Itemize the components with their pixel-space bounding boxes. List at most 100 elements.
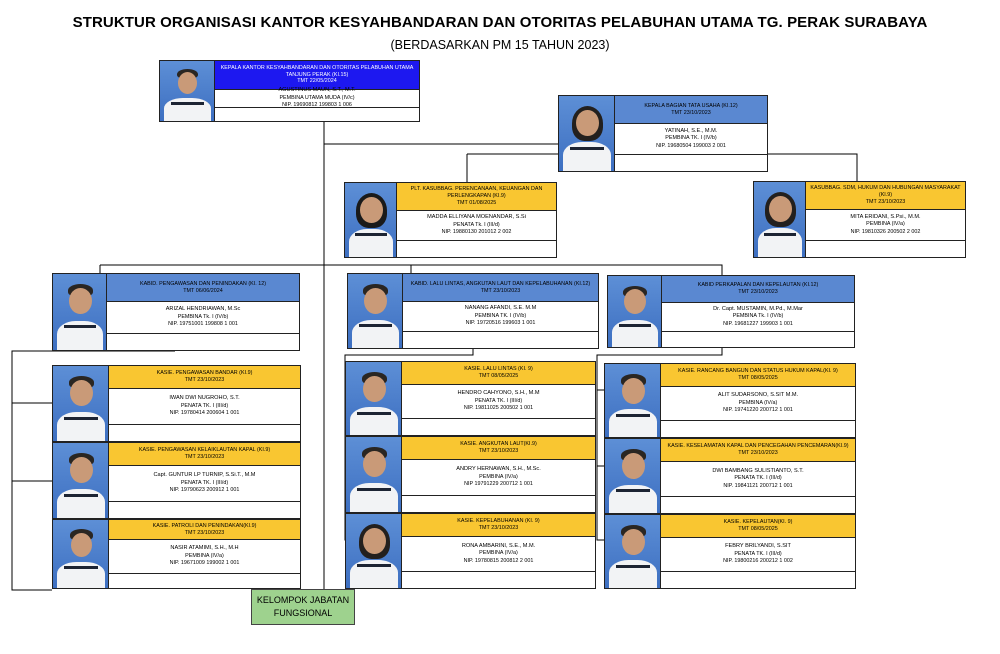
official-name: ARIZAL HENDRIAWAN, M.Sc — [165, 306, 241, 313]
official-rank: PEMBINA Tk. I (IV/b) — [732, 313, 784, 320]
official-rank: PENATA TK. I (III/d) — [180, 402, 229, 409]
photo-head — [364, 287, 387, 315]
photo-epaulette — [618, 324, 652, 328]
org-unit-box: KABID. PENGAWASAN DAN PENINDAKAN (KI. 12… — [52, 273, 300, 351]
position-title: PLT. KASUBBAG. PERENCANAAN, KEUANGAN DAN… — [410, 186, 543, 200]
position-header: KASIE. PENGAWASAN KELAIKLAUTAN KAPAL (KI… — [109, 443, 300, 466]
org-unit-box: KASIE. PATROLI DAN PENINDAKAN(KI.9)TMT 2… — [52, 519, 301, 589]
position-tmt: TMT 22/05/2024 — [297, 78, 337, 85]
official-nip: NIP 19791229 200712 1 001 — [464, 481, 533, 488]
person-photo — [605, 515, 661, 588]
position-header: KABID PERKAPALAN DAN KEPELAUTAN (KI.12)T… — [662, 276, 854, 303]
official-nip: NIP. 19680504 199003 2 001 — [656, 142, 726, 149]
person-photo — [346, 514, 402, 588]
photo-epaulette — [616, 564, 650, 568]
position-header: KASIE. KEPELABUHANAN (KI. 9)TMT 23/10/20… — [402, 514, 595, 537]
official-info: ANDRY HERNAWAN, S.H., M.Sc.PEMBINA (IV/a… — [402, 460, 595, 495]
position-header: PLT. KASUBBAG. PERENCANAAN, KEUANGAN DAN… — [397, 183, 556, 211]
official-rank: PENATA TK. I (III/d) — [474, 397, 523, 404]
position-title: KABID PERKAPALAN DAN KEPELAUTAN (KI.12) — [697, 282, 819, 289]
position-title: KASIE. LALU LINTAS (KI. 9) — [464, 366, 533, 373]
official-rank: PEMBINA (IV/a) — [479, 550, 518, 557]
org-unit-box: KASUBBAG. SDM, HUKUM DAN HUBUNGAN MASYAR… — [753, 181, 966, 258]
official-nip: NIP. 19800216 200212 1 002 — [723, 558, 793, 565]
official-name: IWAN DWI NUGROHO, S.T. — [169, 395, 240, 402]
photo-head — [359, 196, 383, 224]
functional-group-box: KELOMPOK JABATAN FUNGSIONAL — [251, 589, 355, 625]
position-title: KEPALA KANTOR KESYAHBANDARAN DAN OTORITA… — [220, 64, 414, 78]
person-photo — [348, 274, 403, 348]
official-name: MITA ERIDANI, S.Psi., M.M. — [850, 213, 921, 220]
official-info: MITA ERIDANI, S.Psi., M.M.PEMBINA (IV/a)… — [806, 210, 965, 240]
official-rank: PEMBINA TK. I (IV/b) — [474, 312, 527, 319]
position-header: KASIE. PENGAWASAN BANDAR (KI.9)TMT 23/10… — [109, 366, 300, 389]
official-rank: PENATA Tk. I (III/d) — [453, 221, 500, 228]
empty-row — [662, 331, 854, 347]
official-name: AGUSTINUS MAUN, S.T., M.T. — [278, 87, 356, 94]
official-nip: NIP. 19671009 199002 1 001 — [169, 560, 240, 567]
position-title: KASIE. PATROLI DAN PENINDAKAN(KI.9) — [152, 522, 257, 529]
official-name: ALIT SUDARSONO, S.SIT M.M. — [717, 392, 799, 399]
photo-epaulette — [357, 411, 391, 415]
position-tmt: TMT 23/10/2023 — [184, 529, 225, 536]
position-tmt: TMT 23/10/2023 — [478, 448, 519, 454]
org-unit-box: KEPALA KANTOR KESYAHBANDARAN DAN OTORITA… — [159, 60, 420, 122]
connector-pengawasan-branches — [12, 402, 52, 482]
position-title: KEPALA BAGIAN TATA USAHA (KI.12) — [644, 102, 738, 109]
official-name: DWI BAMBANG SULISTIANTO, S.T. — [712, 467, 804, 474]
photo-head — [362, 527, 386, 555]
official-name: NANANG AFANDI, S.E. M.M — [464, 305, 537, 312]
official-rank: PEMBINA (IV/a) — [185, 552, 224, 559]
official-nip: NIP. 19780815 200812 2 001 — [463, 557, 534, 564]
page-title: STRUKTUR ORGANISASI KANTOR KESYAHBANDARA… — [72, 14, 928, 31]
position-header: KASIE. KEPELAUTAN(KI. 9)TMT 08/05/2025 — [661, 515, 855, 538]
official-name: ANDRY HERNAWAN, S.H., M.Sc. — [456, 466, 541, 473]
photo-head — [178, 72, 197, 94]
photo-epaulette — [616, 413, 650, 417]
official-name: FEBRY BRILYANDI, S.SIT — [725, 543, 791, 550]
official-rank: PEMBINA (IV/a) — [738, 399, 778, 406]
photo-head — [362, 450, 386, 478]
org-unit-box: KASIE. PENGAWASAN BANDAR (KI.9)TMT 23/10… — [52, 365, 301, 442]
official-nip: NIP. 19811025 200502 1 001 — [463, 405, 534, 412]
photo-head — [69, 456, 93, 484]
official-name: Capt. GUNTUR LP TURNIP, S.Si.T., M.M — [153, 472, 256, 479]
position-tmt: TMT 08/05/2025 — [738, 375, 778, 381]
photo-head — [621, 377, 645, 404]
position-tmt: TMT 23/10/2023 — [865, 198, 906, 205]
empty-row — [403, 331, 598, 348]
official-rank: PEMBINA UTAMA MUDA (IV/c) — [279, 94, 355, 101]
functional-group-line2: FUNGSIONAL — [273, 608, 333, 618]
connector-pengawasan-spine — [11, 350, 175, 591]
photo-epaulette — [355, 233, 387, 237]
official-name: HENDRO CAHYONO, S.H., M.M — [457, 390, 540, 397]
position-tmt: TMT 06/06/2024 — [183, 287, 223, 294]
position-header: KASIE. RANCANG BANGUN DAN STATUS HUKUM K… — [661, 364, 855, 387]
position-title: KASUBBAG. SDM, HUKUM DAN HUBUNGAN MASYAR… — [810, 185, 961, 199]
org-unit-box: KABID. LALU LINTAS, ANGKUTAN LAUT DAN KE… — [347, 273, 599, 349]
photo-epaulette — [357, 564, 391, 568]
position-header: KABID. PENGAWASAN DAN PENINDAKAN (KI. 12… — [107, 274, 299, 302]
person-photo — [53, 274, 107, 350]
photo-epaulette — [64, 493, 98, 497]
photo-head — [69, 379, 93, 407]
position-tmt: TMT 23/10/2023 — [184, 454, 225, 460]
official-nip: NIP. 19790623 200912 1 001 — [169, 487, 240, 494]
photo-epaulette — [63, 325, 97, 329]
photo-epaulette — [357, 487, 391, 491]
org-unit-box: KASIE. PENGAWASAN KELAIKLAUTAN KAPAL (KI… — [52, 442, 301, 519]
empty-row — [402, 571, 595, 588]
empty-row — [661, 496, 855, 513]
position-header: KEPALA KANTOR KESYAHBANDARAN DAN OTORITA… — [215, 61, 419, 90]
official-rank: PEMBINA TK. I (IV/b) — [665, 135, 717, 142]
position-tmt: TMT 23/10/2023 — [480, 287, 521, 294]
org-unit-box: KEPALA BAGIAN TATA USAHA (KI.12)TMT 23/1… — [558, 95, 768, 172]
position-tmt: TMT 23/10/2023 — [671, 109, 711, 116]
